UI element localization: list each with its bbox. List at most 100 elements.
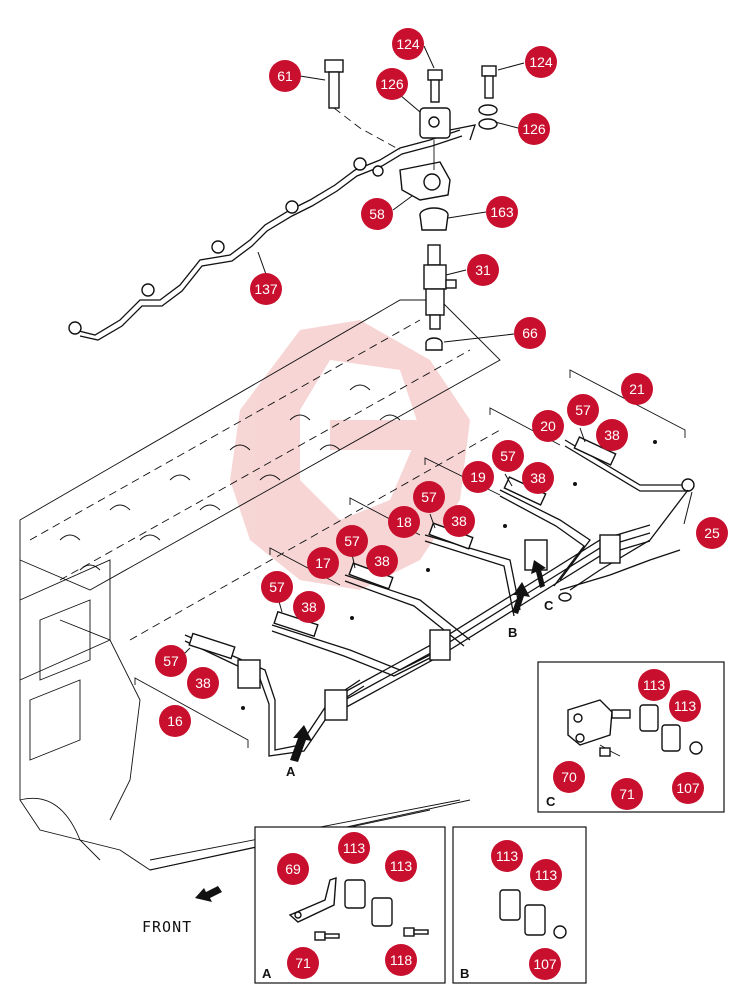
svg-text:31: 31 xyxy=(475,262,491,278)
callout-57-b: 57 xyxy=(492,440,524,472)
svg-text:107: 107 xyxy=(533,956,557,972)
svg-text:38: 38 xyxy=(604,427,620,443)
front-indicator: FRONT xyxy=(142,886,222,936)
callout-16: 16 xyxy=(159,705,191,737)
view-arrow-a: A xyxy=(286,725,312,779)
callout-137: 137 xyxy=(250,273,282,305)
svg-text:113: 113 xyxy=(390,858,413,874)
callout-124-right: 124 xyxy=(525,46,557,78)
callout-163: 163 xyxy=(486,196,518,228)
svg-text:124: 124 xyxy=(529,54,553,70)
injector-31 xyxy=(423,244,457,330)
callout-58: 58 xyxy=(361,198,393,230)
callout-inset-a-113-a: 113 xyxy=(338,832,370,864)
svg-text:126: 126 xyxy=(522,121,546,137)
callout-inset-a-118: 118 xyxy=(385,944,417,976)
svg-text:61: 61 xyxy=(277,68,293,84)
svg-text:113: 113 xyxy=(496,848,519,864)
svg-text:38: 38 xyxy=(195,675,211,691)
svg-text:57: 57 xyxy=(421,489,437,505)
svg-text:69: 69 xyxy=(285,861,301,877)
callout-57-e: 57 xyxy=(261,571,293,603)
callout-inset-b-113-b: 113 xyxy=(530,859,562,891)
svg-text:38: 38 xyxy=(530,470,546,486)
svg-text:57: 57 xyxy=(163,653,179,669)
seal-163 xyxy=(419,207,449,231)
svg-text:21: 21 xyxy=(629,381,645,397)
callout-124-left: 124 xyxy=(392,28,424,60)
svg-text:B: B xyxy=(460,966,469,981)
svg-text:25: 25 xyxy=(704,525,720,541)
callout-21: 21 xyxy=(621,373,653,405)
svg-text:A: A xyxy=(262,966,272,981)
svg-text:17: 17 xyxy=(315,555,331,571)
inset-b: B xyxy=(452,826,587,984)
callout-57-f: 57 xyxy=(155,645,187,677)
callout-inset-b-113-a: 113 xyxy=(491,840,523,872)
view-arrow-c: C xyxy=(531,560,554,613)
svg-text:126: 126 xyxy=(380,76,404,92)
callout-inset-a-113-b: 113 xyxy=(385,850,417,882)
callout-57-a: 57 xyxy=(567,394,599,426)
svg-text:57: 57 xyxy=(500,448,516,464)
svg-text:57: 57 xyxy=(269,579,285,595)
fuel-return-line xyxy=(68,129,463,341)
svg-text:19: 19 xyxy=(470,469,486,485)
bracket-126 xyxy=(419,104,498,141)
callout-17: 17 xyxy=(307,547,339,579)
svg-text:113: 113 xyxy=(535,867,558,883)
callout-126-right: 126 xyxy=(518,113,550,145)
svg-text:113: 113 xyxy=(674,698,697,714)
callout-61: 61 xyxy=(269,60,301,92)
svg-text:107: 107 xyxy=(676,780,700,796)
callout-inset-c-113-a: 113 xyxy=(638,669,670,701)
svg-text:124: 124 xyxy=(396,36,420,52)
svg-text:71: 71 xyxy=(619,786,635,802)
seal-66 xyxy=(425,337,443,351)
svg-text:66: 66 xyxy=(522,325,538,341)
view-arrow-b: B xyxy=(508,582,530,640)
svg-text:18: 18 xyxy=(396,514,412,530)
svg-text:C: C xyxy=(546,794,556,809)
svg-text:70: 70 xyxy=(561,769,577,785)
callout-inset-a-69: 69 xyxy=(277,853,309,885)
svg-text:B: B xyxy=(508,625,517,640)
callout-19: 19 xyxy=(462,461,494,493)
callout-inset-c-107: 107 xyxy=(672,772,704,804)
callout-inset-c-113-b: 113 xyxy=(669,690,701,722)
svg-text:113: 113 xyxy=(343,840,366,856)
svg-text:C: C xyxy=(544,598,554,613)
callout-inset-a-71: 71 xyxy=(287,947,319,979)
callout-18: 18 xyxy=(388,506,420,538)
bolt-124-right xyxy=(481,65,497,99)
svg-text:113: 113 xyxy=(643,677,666,693)
bolt-61 xyxy=(324,59,401,151)
callout-38-f: 38 xyxy=(187,667,219,699)
svg-text:58: 58 xyxy=(369,206,385,222)
bolt-124-left xyxy=(427,69,443,103)
callout-25: 25 xyxy=(696,517,728,549)
callout-inset-c-70: 70 xyxy=(553,761,585,793)
svg-text:137: 137 xyxy=(254,281,278,297)
svg-text:FRONT: FRONT xyxy=(142,918,192,936)
callout-57-c: 57 xyxy=(413,481,445,513)
svg-text:118: 118 xyxy=(390,952,413,968)
svg-text:16: 16 xyxy=(167,713,183,729)
clamp-58 xyxy=(399,140,451,201)
callout-38-a: 38 xyxy=(596,419,628,451)
callout-66: 66 xyxy=(514,317,546,349)
callout-38-e: 38 xyxy=(293,591,325,623)
callout-57-d: 57 xyxy=(336,525,368,557)
callout-38-b: 38 xyxy=(522,462,554,494)
callout-20: 20 xyxy=(532,410,564,442)
callout-126-left: 126 xyxy=(376,68,408,100)
svg-text:A: A xyxy=(286,764,296,779)
callout-38-d: 38 xyxy=(366,545,398,577)
svg-text:38: 38 xyxy=(301,599,317,615)
callout-31: 31 xyxy=(467,254,499,286)
svg-text:163: 163 xyxy=(490,204,514,220)
callout-inset-c-71: 71 xyxy=(611,778,643,810)
engine-block xyxy=(19,299,501,871)
